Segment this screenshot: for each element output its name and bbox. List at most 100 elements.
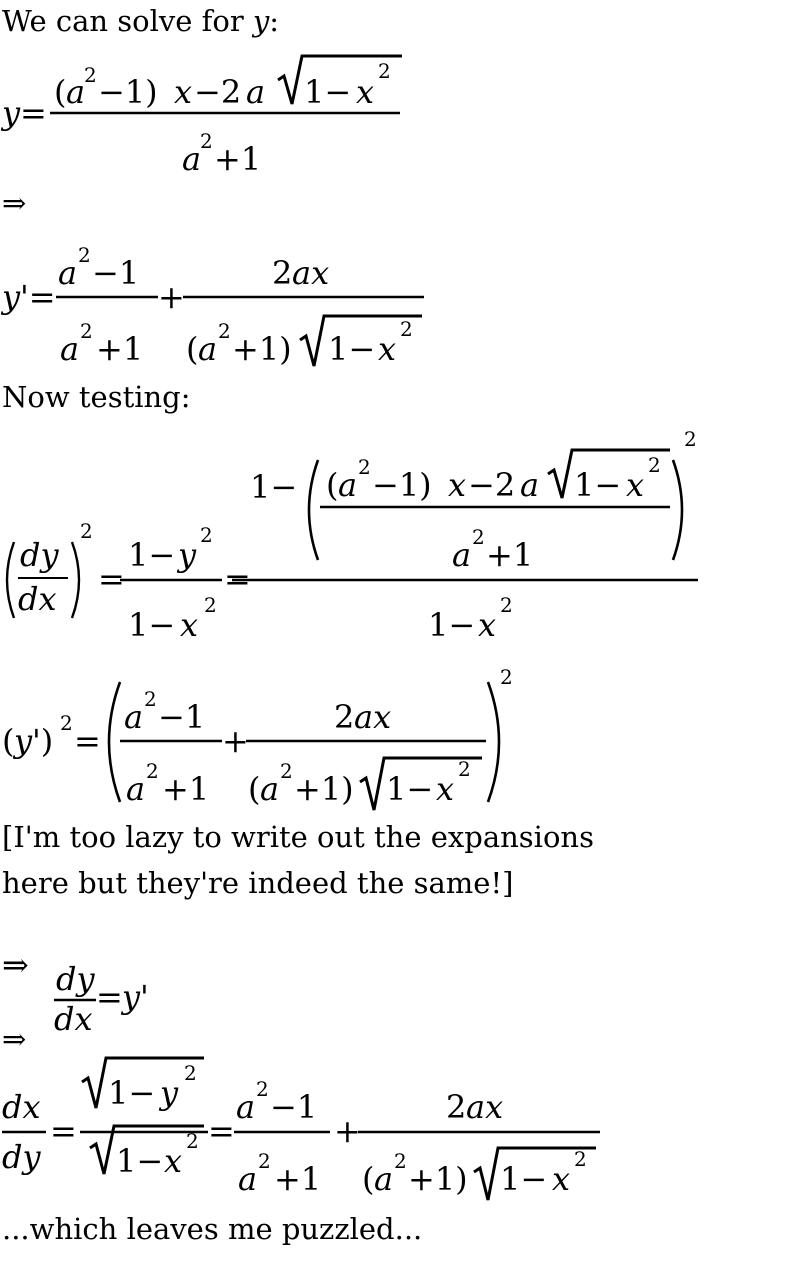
svg-text:2: 2 (500, 665, 513, 689)
svg-text:dx: dx (2, 1088, 41, 1126)
svg-text:x: x (448, 466, 466, 504)
svg-text:2: 2 (184, 1061, 197, 1085)
svg-text:dx: dx (54, 1000, 93, 1038)
svg-text:−1: −1 (92, 254, 139, 292)
svg-text:−1: −1 (270, 1088, 317, 1126)
svg-text:+1: +1 (486, 536, 533, 574)
svg-text:2: 2 (84, 63, 97, 87)
svg-text:2: 2 (400, 317, 413, 341)
svg-text:x: x (356, 73, 374, 111)
svg-text:dy: dy (56, 960, 95, 998)
svg-text:2: 2 (200, 129, 213, 153)
svg-text:1−: 1− (304, 73, 351, 111)
svg-text:1−: 1− (116, 1142, 163, 1180)
svg-text:2: 2 (500, 593, 513, 617)
svg-text:a: a (246, 73, 265, 111)
svg-text:2: 2 (648, 453, 661, 477)
svg-text:a: a (338, 466, 357, 504)
svg-text:1−: 1− (386, 770, 433, 808)
svg-text:1−: 1− (574, 466, 621, 504)
svg-text:1−: 1− (250, 468, 297, 506)
svg-text:2: 2 (78, 243, 91, 267)
svg-text:2: 2 (146, 759, 159, 783)
svg-text:2: 2 (334, 698, 354, 736)
svg-text:1−: 1− (128, 606, 175, 644)
svg-text:a: a (238, 1160, 257, 1198)
svg-text:+: + (158, 278, 185, 316)
svg-text:a: a (374, 1160, 393, 1198)
svg-text:+1: +1 (162, 770, 209, 808)
implies-symbol-1: ⇒ (2, 186, 27, 220)
svg-text:1−: 1− (428, 606, 475, 644)
svg-text:+1): +1) (408, 1160, 468, 1198)
svg-text:(: ( (362, 1160, 374, 1198)
svg-text:a: a (126, 770, 145, 808)
intro-text: We can solve for y: (2, 4, 280, 38)
svg-text:2: 2 (200, 523, 213, 547)
svg-text:1−: 1− (128, 536, 175, 574)
svg-text:(: ( (186, 330, 198, 368)
svg-text:(: ( (2, 722, 14, 760)
svg-text:2: 2 (378, 59, 391, 83)
svg-text:ax: ax (354, 698, 391, 736)
svg-text:dy: dy (2, 1138, 41, 1176)
svg-text:x: x (552, 1160, 570, 1198)
svg-text:−2: −2 (194, 73, 241, 111)
svg-text:(: ( (54, 73, 66, 111)
svg-text:x: x (626, 466, 644, 504)
svg-text:(: ( (326, 466, 338, 504)
svg-text:+: + (222, 722, 249, 760)
svg-text:2: 2 (256, 1077, 269, 1101)
svg-text:a: a (260, 770, 279, 808)
svg-text:a: a (520, 466, 539, 504)
svg-text:a: a (198, 330, 217, 368)
svg-text:y: y (0, 278, 21, 316)
equation-1: y = ( a 2 −1) x −2 a 1− x 2 a 2 +1 (0, 59, 391, 178)
svg-text:2: 2 (394, 1149, 407, 1173)
svg-text:⇒: ⇒ (2, 946, 29, 984)
equation-6: dx dy = 1− y 2 1− x 2 = a 2 −1 a 2 +1 + … (2, 1061, 587, 1198)
svg-text:1−: 1− (500, 1160, 547, 1198)
svg-text:y: y (12, 722, 33, 760)
svg-text:a: a (66, 73, 85, 111)
svg-text:x: x (174, 73, 192, 111)
svg-text:2: 2 (458, 757, 471, 781)
svg-text:x: x (164, 1142, 182, 1180)
svg-text:y: y (0, 94, 21, 132)
equation-4: ( y ') 2 = a 2 −1 a 2 +1 + 2 ax ( a 2 +1… (2, 665, 513, 808)
svg-text:2: 2 (272, 254, 292, 292)
svg-text:−1): −1) (372, 466, 432, 504)
puzzled-text: ...which leaves me puzzled... (2, 1212, 423, 1246)
svg-text:2: 2 (280, 759, 293, 783)
svg-text:y: y (176, 536, 197, 574)
lazy-text-line1: [I'm too lazy to write out the expansion… (2, 820, 594, 854)
svg-text:y: y (158, 1074, 179, 1112)
svg-text:2: 2 (358, 455, 371, 479)
svg-text:(: ( (248, 770, 260, 808)
svg-text:ax: ax (292, 254, 329, 292)
svg-text:2: 2 (80, 319, 93, 343)
svg-text:'=: '= (20, 278, 56, 316)
svg-text:': ' (140, 978, 149, 1016)
now-testing-text: Now testing: (2, 380, 191, 414)
svg-text:+: + (334, 1112, 361, 1150)
svg-text:2: 2 (472, 525, 485, 549)
svg-text:2: 2 (144, 687, 157, 711)
svg-text:+1: +1 (96, 330, 143, 368)
svg-text:=: = (50, 1112, 77, 1150)
svg-text:2: 2 (60, 711, 73, 735)
svg-text:2: 2 (218, 319, 231, 343)
svg-text:a: a (452, 536, 471, 574)
svg-text:1−: 1− (328, 330, 375, 368)
svg-text:2: 2 (204, 593, 217, 617)
svg-text:2: 2 (446, 1088, 466, 1126)
lazy-text-line2: here but they're indeed the same!] (2, 866, 514, 900)
svg-text:x: x (378, 330, 396, 368)
svg-text:+1): +1) (232, 330, 292, 368)
svg-text:=: = (20, 94, 47, 132)
svg-text:x: x (436, 770, 454, 808)
svg-text:a: a (124, 698, 143, 736)
implies-symbol-2: ⇒ (2, 1022, 27, 1056)
svg-text:dx: dx (18, 580, 57, 618)
